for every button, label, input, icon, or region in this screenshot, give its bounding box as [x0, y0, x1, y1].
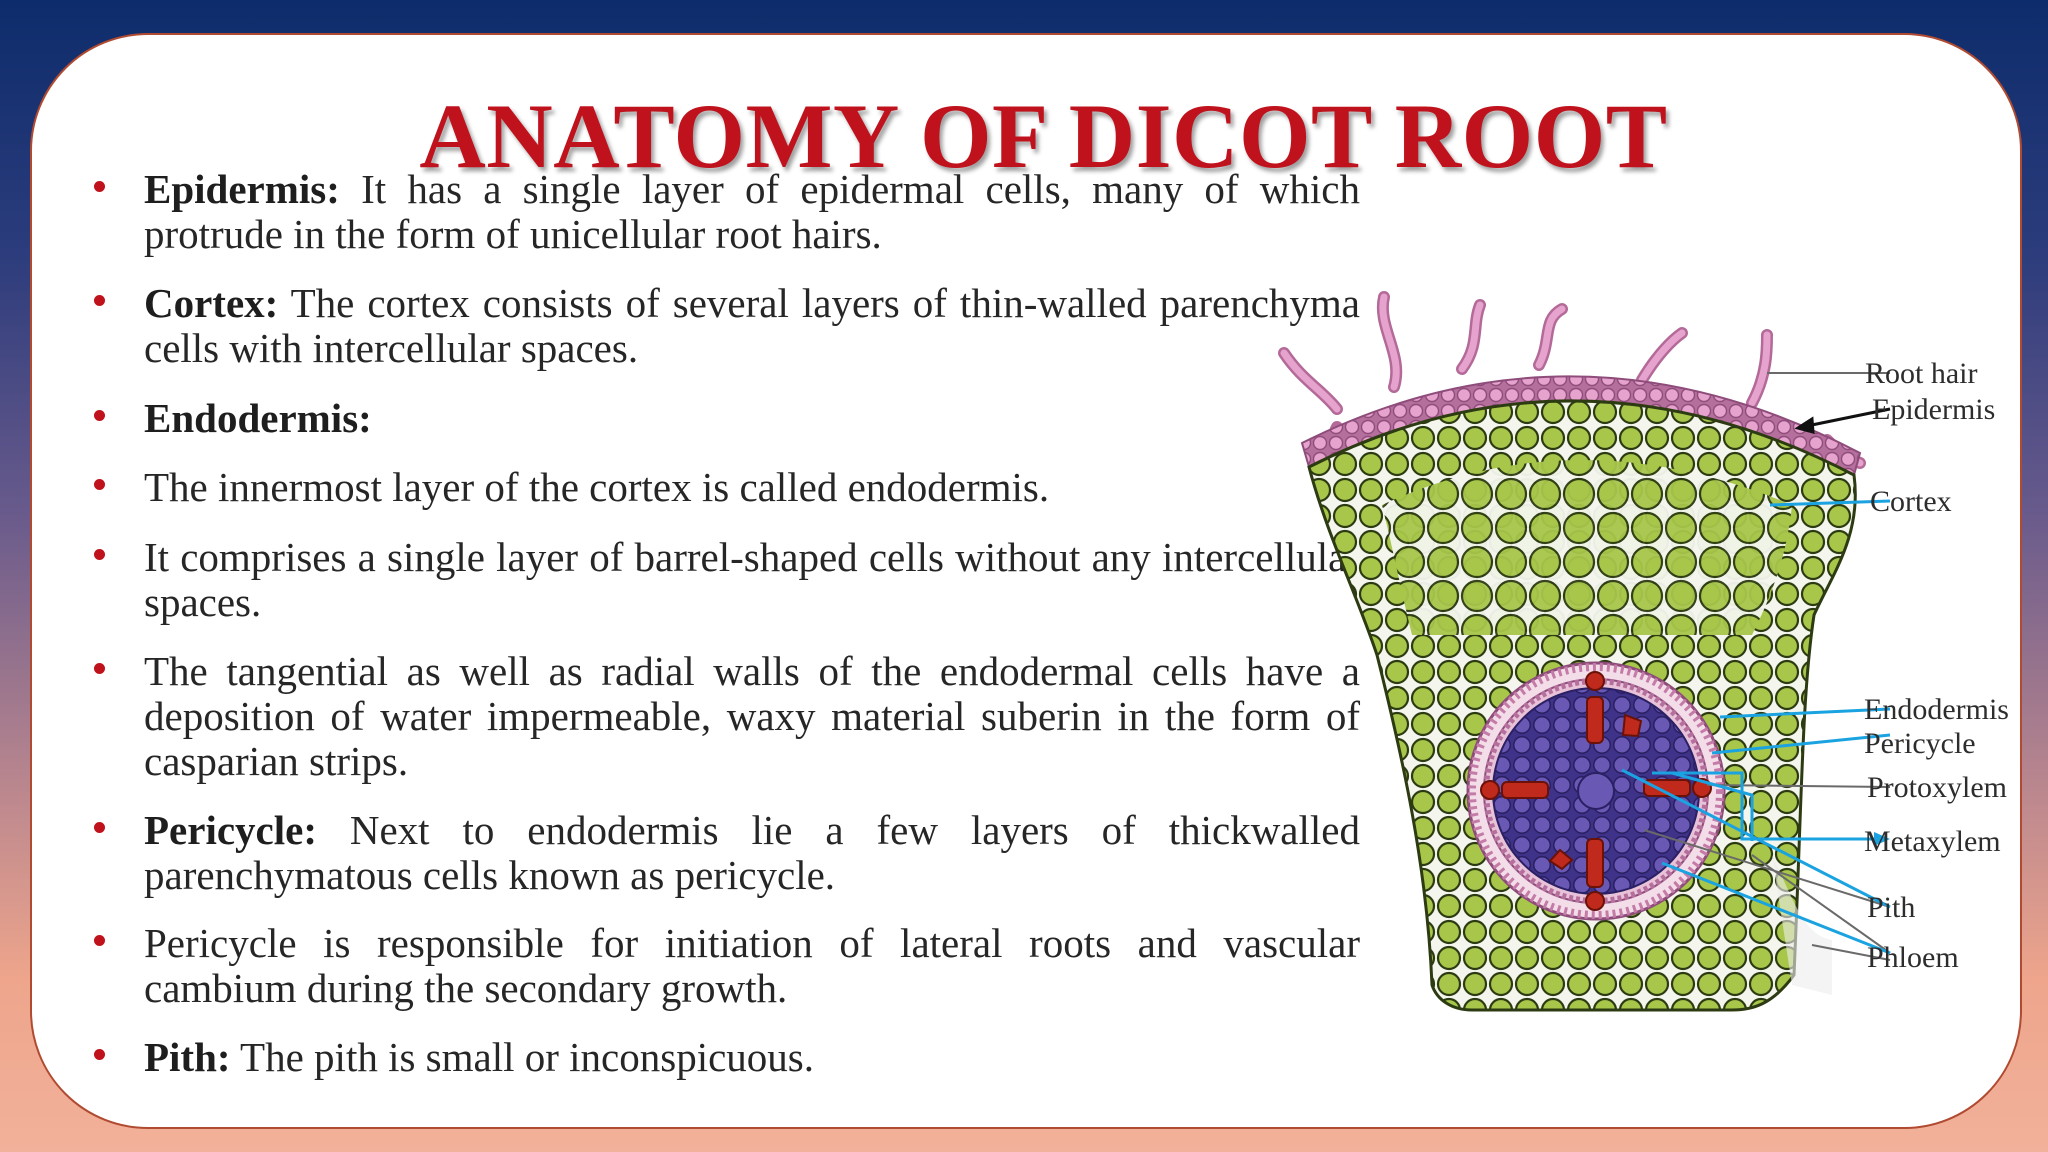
bullet-text: The innermost layer of the cortex is cal…	[144, 464, 1050, 510]
label-pericycle: Pericycle	[1864, 727, 1976, 760]
bullet-dot	[94, 663, 105, 674]
pericycle-ring	[1483, 678, 1709, 904]
bullet-dot	[94, 479, 105, 490]
bullet-dot	[94, 181, 105, 192]
epidermis-layer	[1300, 375, 1862, 477]
label-cortex: Cortex	[1870, 485, 1952, 518]
bullet-text: Next to endodermis lie a few layers of t…	[144, 807, 1360, 898]
bullet-text: Pericycle is responsible for initiation …	[144, 920, 1360, 1011]
bullet-endodermis-heading: Endodermis:	[94, 395, 1360, 441]
xylem-arms	[1480, 671, 1712, 911]
bullet-text: The cortex consists of several layers of…	[144, 280, 1360, 371]
slide-card: ANATOMY OF DICOT ROOT Epidermis: It has …	[30, 33, 2022, 1129]
metaxylem-arrowhead	[1874, 832, 1890, 846]
label-phloem: Phloem	[1867, 941, 1959, 974]
cortex-tissue	[1307, 399, 1857, 1012]
bullet-pith: Pith: The pith is small or inconspicuous…	[94, 1034, 1360, 1080]
bullet-term: Pith:	[144, 1034, 231, 1080]
bullet-dot	[94, 1049, 105, 1060]
label-epidermis: Epidermis	[1872, 393, 1995, 426]
bullet-text: It comprises a single layer of barrel-sh…	[144, 534, 1360, 625]
stele-shadow	[1772, 855, 1832, 995]
leader-lines-grey	[1643, 372, 1891, 961]
bullet-epidermis: Epidermis: It has a single layer of epid…	[94, 166, 1360, 257]
bullet-endodermis-casparian: The tangential as well as radial walls o…	[94, 648, 1360, 784]
cortex-large-cells	[1382, 460, 1792, 635]
endodermis-ring	[1466, 661, 1726, 921]
epidermis-arrow	[1794, 407, 1891, 434]
bullet-text: The pith is small or inconspicuous.	[230, 1034, 814, 1080]
root-hairs	[1278, 291, 1866, 469]
label-pith: Pith	[1867, 891, 1915, 924]
pith-center	[1577, 772, 1615, 810]
bullet-dot	[94, 295, 105, 306]
bullet-dot	[94, 935, 105, 946]
bullet-cortex: Cortex: The cortex consists of several l…	[94, 280, 1360, 371]
diagram-labels: Root hair Epidermis Cortex Endodermis Pe…	[1864, 357, 2009, 974]
bullet-term: Epidermis:	[144, 166, 340, 212]
label-metaxylem: Metaxylem	[1864, 825, 2001, 858]
bullet-dot	[94, 410, 105, 421]
bullet-endodermis-innermost: The innermost layer of the cortex is cal…	[94, 464, 1360, 510]
bullet-term: Pericycle:	[144, 807, 317, 853]
bullet-pericycle-lateral-roots: Pericycle is responsible for initiation …	[94, 920, 1360, 1011]
bullet-text: It has a single layer of epidermal cells…	[144, 166, 1360, 257]
bullet-term: Cortex:	[144, 280, 279, 326]
slide-title: ANATOMY OF DICOT ROOT	[419, 85, 1668, 187]
label-protoxylem: Protoxylem	[1867, 771, 2007, 804]
leader-lines-blue	[1621, 499, 1891, 955]
bullet-dot	[94, 822, 105, 833]
stele-vascular-tissue	[1492, 687, 1700, 895]
bullet-text: The tangential as well as radial walls o…	[144, 648, 1360, 784]
bullet-pericycle: Pericycle: Next to endodermis lie a few …	[94, 807, 1360, 898]
bullet-term: Endodermis:	[144, 395, 372, 441]
bullet-dot	[94, 549, 105, 560]
bullet-endodermis-barrel: It comprises a single layer of barrel-sh…	[94, 534, 1360, 625]
label-endodermis: Endodermis	[1864, 693, 2009, 726]
label-root-hair: Root hair	[1865, 357, 1978, 390]
